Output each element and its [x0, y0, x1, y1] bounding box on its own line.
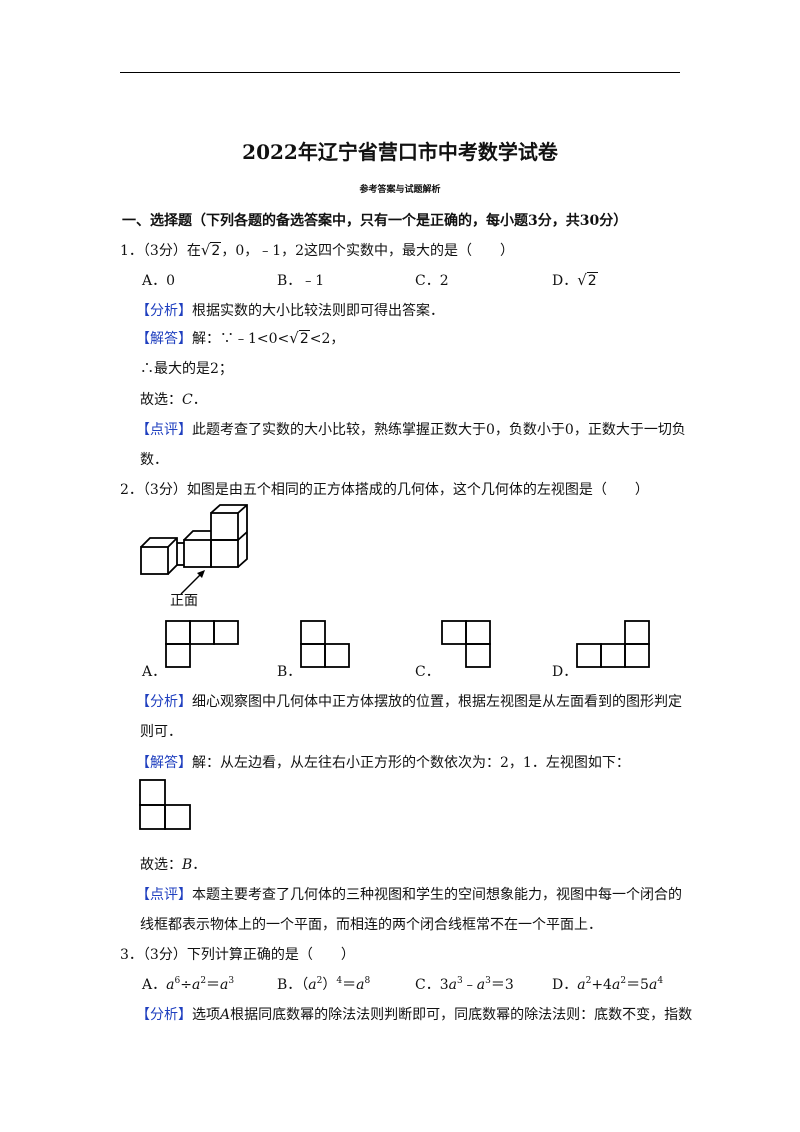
isometric-cube-figure [140, 504, 248, 575]
q2-comment: 【点评】本题主要考查了几何体的三种视图和学生的空间想象能力，视图中每一个闭合的 [136, 887, 682, 903]
section-heading: 一、选择题（下列各题的备选答案中，只有一个是正确的，每小题3分，共30分） [122, 213, 628, 229]
q1-stem: 1．（3分）在√2，0，﹣1，2这四个实数中，最大的是（ ） [120, 241, 515, 259]
q1-comment: 【点评】此题考查了实数的大小比较，熟练掌握正数大于0，负数小于0，正数大于一切负 [136, 422, 686, 438]
q2-answer: 【解答】解：从左边看，从左往右小正方形的个数依次为：2，1．左视图如下： [136, 755, 630, 771]
q1-comment-line2: 数． [140, 452, 168, 468]
q2-analysis-line2: 则可． [140, 724, 182, 740]
q1-option-a: A．0 [142, 273, 176, 289]
q2-option-c: C． [415, 664, 440, 680]
q2-option-d: D． [552, 664, 578, 680]
q2-option-c-figure [441, 620, 491, 668]
q2-choice: 故选：B． [140, 857, 207, 873]
q2-option-b-figure [300, 620, 350, 668]
q2-comment-line2: 线框都表示物体上的一个平面，而相连的两个闭合线框常不在一个平面上． [140, 917, 602, 933]
q1-choice: 故选：C． [140, 392, 207, 408]
q3-option-d: D．a2+4a2＝5a4 [552, 976, 664, 994]
q2-option-b: B． [277, 664, 302, 680]
front-view-label: 正面 [170, 593, 198, 609]
q3-analysis: 【分析】选项A根据同底数幂的除法法则判断即可，同底数幂的除法法则：底数不变，指数 [136, 1007, 693, 1023]
page-subtitle: 参考答案与试题解析 [359, 185, 441, 195]
q2-option-a-figure [165, 620, 239, 668]
left-view-figure [139, 779, 191, 830]
q3-option-a: A．a6÷a2＝a3 [142, 976, 235, 994]
q3-option-b: B．（a2）4＝a8 [277, 976, 371, 994]
q1-answer-line2: ∴最大的是2； [140, 361, 233, 377]
front-arrow-icon [180, 570, 205, 595]
q1-option-c: C．2 [415, 273, 449, 289]
q2-stem: 2．（3分）如图是由五个相同的正方体搭成的几何体，这个几何体的左视图是（ ） [120, 482, 649, 498]
sqrt-2-expr: √2 [289, 329, 310, 347]
q1-option-d: D．√2 [552, 271, 598, 289]
q2-analysis: 【分析】细心观察图中几何体中正方体摆放的位置，根据左视图是从左面看到的图形判定 [136, 694, 682, 710]
sqrt-2-expr: √2 [200, 241, 222, 259]
q1-analysis: 【分析】根据实数的大小比较法则即可得出答案． [136, 303, 444, 319]
q1-answer: 【解答】解：∵﹣1<0<√2<2， [136, 329, 345, 347]
q1-option-b: B．﹣1 [277, 273, 325, 289]
header-rule [120, 72, 680, 73]
q2-option-d-figure [576, 620, 650, 668]
q2-option-a: A． [142, 664, 167, 680]
sqrt-2-expr: √2 [577, 271, 598, 289]
q3-option-c: C．3a3﹣a3＝3 [415, 976, 514, 994]
q3-stem: 3．（3分）下列计算正确的是（ ） [120, 947, 355, 963]
page-title: 2022年辽宁省营口市中考数学试卷 [242, 140, 558, 164]
